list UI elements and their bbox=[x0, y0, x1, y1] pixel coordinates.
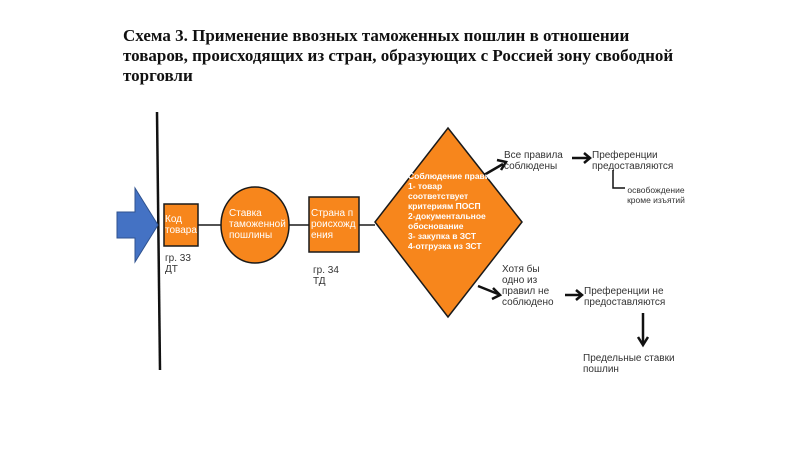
rules-line: Соблюдение правил: bbox=[408, 171, 499, 181]
rules-line: 1- товар соответствует критериям ПОСП bbox=[408, 181, 481, 211]
rules-text: Соблюдение правил: 1- товар соответствуе… bbox=[408, 171, 500, 251]
yes-label: Все правила соблюдены bbox=[504, 150, 563, 172]
no-final-label: Предельные ставки пошлин bbox=[583, 353, 675, 375]
arrow-no bbox=[477, 284, 499, 296]
rules-line: 3- закупка в ЗСТ bbox=[408, 231, 477, 241]
yes-result-label: Преференции предоставляются bbox=[592, 150, 674, 172]
rate-ellipse-label: Ставка таможенной пошлины bbox=[229, 208, 286, 241]
country-box-label: Страна происхождения bbox=[311, 208, 356, 241]
code-box-label: Код товара bbox=[165, 214, 197, 236]
arrow-yes bbox=[483, 162, 504, 177]
rules-diamond bbox=[374, 126, 523, 319]
arrow-yes-head-icon bbox=[496, 158, 508, 171]
border-line bbox=[155, 111, 162, 371]
entry-arrow-icon bbox=[116, 186, 159, 264]
yes-note-label: освобождение кроме изъятий bbox=[627, 185, 685, 205]
arrow-no-result-head-icon bbox=[575, 289, 584, 301]
arrow-yes-result-head-icon bbox=[583, 152, 592, 164]
diagram-title: Схема 3. Применение ввозных таможенных п… bbox=[123, 26, 674, 85]
rules-line: 2-документальное обоснование bbox=[408, 211, 486, 231]
no-label: Хотя бы одно из правил не соблюдено bbox=[502, 264, 554, 308]
country-box bbox=[308, 196, 360, 253]
country-note: гр. 34 ТД bbox=[313, 265, 339, 287]
rules-line: 4-отгрузка из ЗСТ bbox=[408, 241, 482, 251]
connector-yes-note bbox=[612, 170, 625, 189]
arrow-no-head-icon bbox=[491, 287, 503, 301]
arrow-down-head-icon bbox=[636, 336, 650, 348]
no-result-label: Преференции не предоставляются bbox=[584, 286, 666, 308]
code-note: гр. 33 ДТ bbox=[165, 253, 191, 275]
